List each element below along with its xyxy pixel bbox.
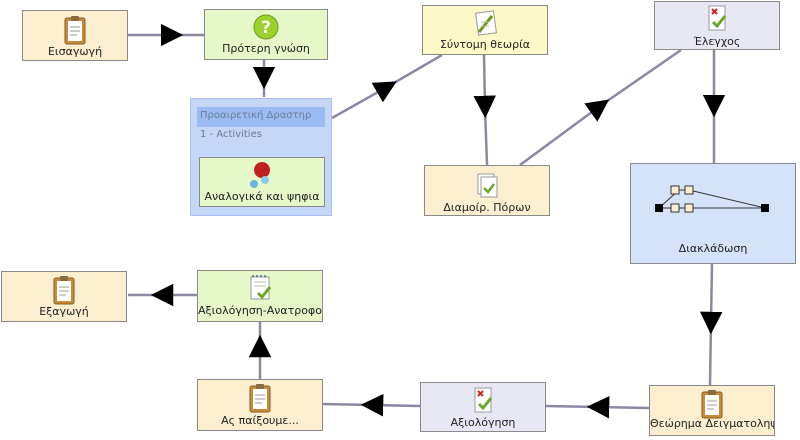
molecule-icon — [250, 162, 270, 188]
branching-icon — [655, 185, 769, 213]
optional-activities-subtitle: 1 - Activities — [200, 129, 262, 140]
activity-label: Πρότερη γνώση — [222, 42, 310, 55]
activity-intro[interactable]: Εισαγωγή — [22, 10, 128, 61]
edge-sampling-assess — [545, 395, 650, 419]
clipboard-icon — [53, 276, 75, 305]
pencil-note-icon — [474, 10, 497, 36]
edge-theory-resources — [473, 54, 496, 166]
activity-label: Θεώρημα Δειγματοληψί — [650, 417, 774, 430]
activity-label: Αξιολόγηση-Ανατροφο — [198, 304, 322, 317]
activity-branching[interactable]: Διακλάδωση — [630, 163, 796, 264]
activity-short-theory[interactable]: Σύντομη θεωρία — [422, 5, 548, 55]
shared-resources-icon — [477, 173, 498, 198]
clipboard-icon — [701, 390, 723, 419]
checkmark-document-icon — [474, 387, 493, 413]
activity-feedback[interactable]: Αξιολόγηση-Ανατροφο — [197, 270, 323, 322]
svg-text:?: ? — [261, 18, 271, 38]
clipboard-icon — [64, 16, 86, 45]
activity-prior-knowledge[interactable]: ? Πρότερη γνώση — [204, 9, 328, 60]
edge-optional-theory — [331, 53, 443, 120]
optional-activities-container[interactable]: Προαιρετική Δραστηρ 1 - Activities Αναλο… — [190, 98, 332, 216]
activity-label: Εξαγωγή — [39, 305, 89, 318]
edge-resources-check — [519, 48, 682, 167]
activity-label: Εισαγωγή — [47, 45, 103, 58]
activity-label: Ας παίξουμε... — [221, 414, 299, 427]
activity-label: Αξιολόγηση — [450, 416, 516, 429]
clipboard-icon — [249, 384, 271, 413]
activity-export[interactable]: Εξαγωγή — [1, 271, 127, 322]
activity-lets-play[interactable]: Ας παίξουμε... — [197, 379, 323, 431]
activity-analog-digital[interactable]: Αναλογικά και ψηφια — [199, 157, 325, 207]
activity-assessment[interactable]: Αξιολόγηση — [420, 382, 546, 432]
edge-branch-sampling — [699, 263, 723, 386]
activity-label: Διαμοίρ. Πόρων — [443, 201, 531, 214]
activity-sampling-theorem[interactable]: Θεώρημα Δειγματοληψί — [649, 385, 775, 436]
activity-resource-sharing[interactable]: Διαμοίρ. Πόρων — [424, 165, 550, 216]
activity-label: Διακλάδωση — [678, 242, 748, 255]
optional-activities-title: Προαιρετική Δραστηρ — [197, 107, 325, 127]
activity-label: Έλεγχος — [693, 35, 741, 48]
notepad-check-icon — [250, 275, 272, 300]
checkmark-document-icon — [708, 5, 727, 31]
question-icon: ? — [253, 14, 279, 40]
activity-check[interactable]: Έλεγχος — [654, 1, 780, 50]
activity-label: Σύντομη θεωρία — [439, 38, 531, 51]
activity-label: Αναλογικά και ψηφια — [204, 190, 320, 203]
edge-assess-play — [322, 393, 421, 417]
